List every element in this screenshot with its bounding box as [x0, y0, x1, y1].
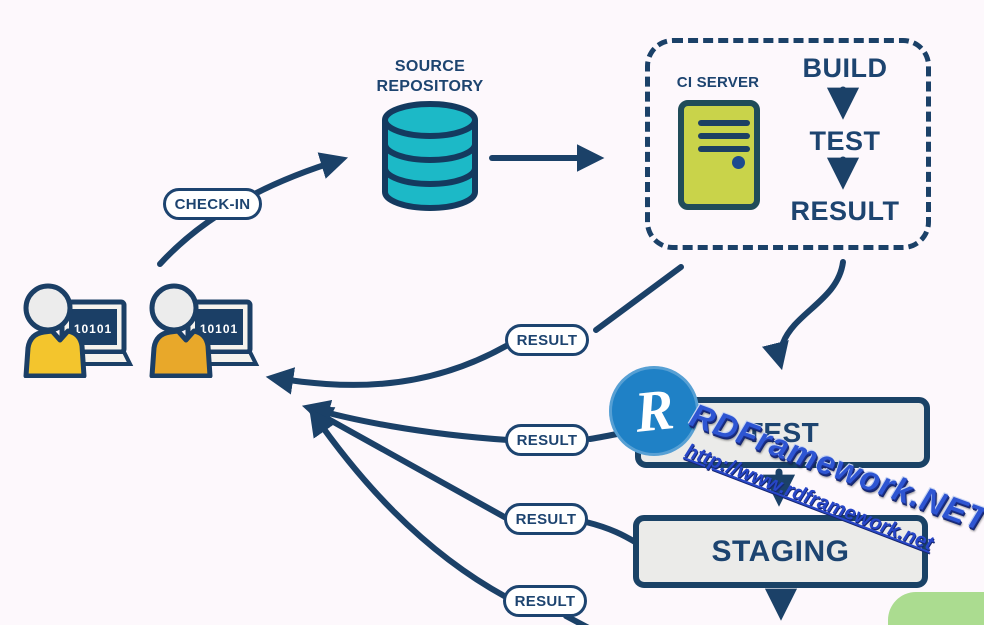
staging-stage-box: STAGING [633, 515, 928, 588]
result4-line-right [563, 613, 590, 625]
result3-arrow [304, 405, 511, 522]
server-icon [678, 100, 760, 210]
result1-arrow [265, 343, 509, 395]
staging-stage-label: STAGING [711, 534, 850, 568]
server-power-dot [732, 156, 745, 169]
developer-body [23, 328, 87, 378]
server-slot [698, 120, 750, 126]
result-badge-3: RESULT [504, 503, 588, 535]
result3-line-right [583, 519, 643, 548]
server-slot [698, 146, 750, 152]
checkin-badge: CHECK-IN [163, 188, 262, 220]
database-icon [382, 101, 478, 211]
server-slot [698, 133, 750, 139]
source-repository-label: SOURCE REPOSITORY [376, 58, 484, 95]
result1-line-right [593, 264, 684, 333]
developer-icon-1: 10101 [23, 283, 134, 378]
ci-server-label: CI SERVER [676, 74, 760, 91]
result4-arrow [309, 408, 509, 600]
laptop-screen-code: 10101 [74, 322, 112, 336]
rdframework-logo-icon: R [609, 366, 699, 456]
result-badge-1: RESULT [505, 324, 589, 356]
logo-letter: R [631, 376, 677, 445]
test-stage-label: TEST [745, 416, 820, 448]
step-build: BUILD [802, 53, 888, 83]
developer-icon-2: 10101 [149, 283, 260, 378]
production-stage-box [888, 592, 984, 625]
developer-head [23, 283, 73, 333]
result-badge-2: RESULT [505, 424, 589, 456]
laptop-screen-code: 10101 [200, 322, 238, 336]
developer-head [149, 283, 199, 333]
result-badge-4: RESULT [503, 585, 587, 617]
ci-server-dashed-box [645, 38, 931, 250]
step-result: RESULT [790, 196, 900, 226]
step-test: TEST [809, 126, 881, 156]
developer-body [149, 328, 213, 378]
ci-to-test-arrow [761, 259, 846, 371]
